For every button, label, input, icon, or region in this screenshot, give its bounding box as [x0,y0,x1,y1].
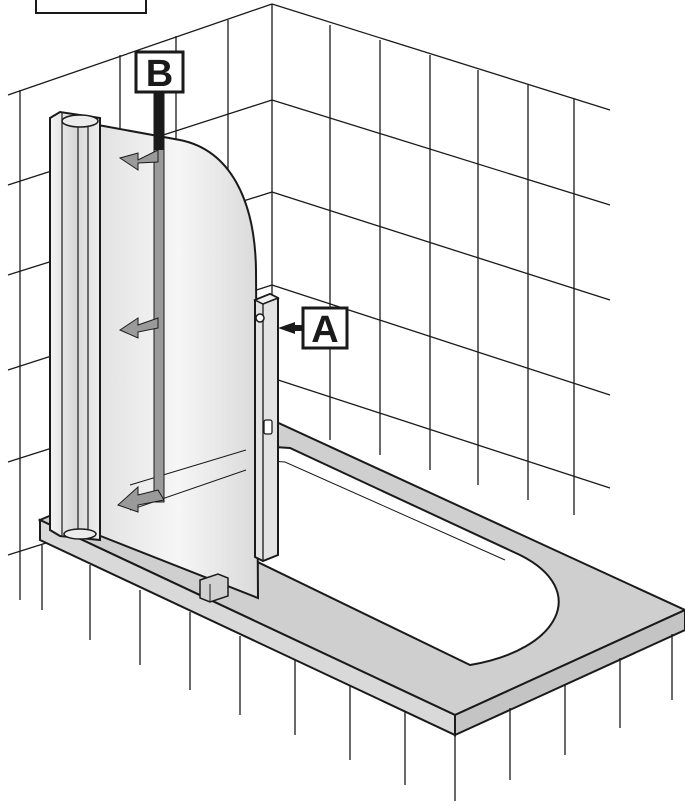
corner-frame [35,0,147,14]
label-b-text: B [146,53,173,95]
front-tiles [41,545,673,801]
right-wall-tiles [271,3,611,515]
bottom-stopper [199,573,229,603]
wall-post [253,292,280,563]
a-arrow [278,322,304,334]
hinge-profile [49,110,101,542]
label-a-text: A [311,309,338,351]
label-b: B [134,50,185,95]
b-arrows [117,91,165,513]
label-a: A [301,306,349,351]
glass-panel [97,123,260,600]
